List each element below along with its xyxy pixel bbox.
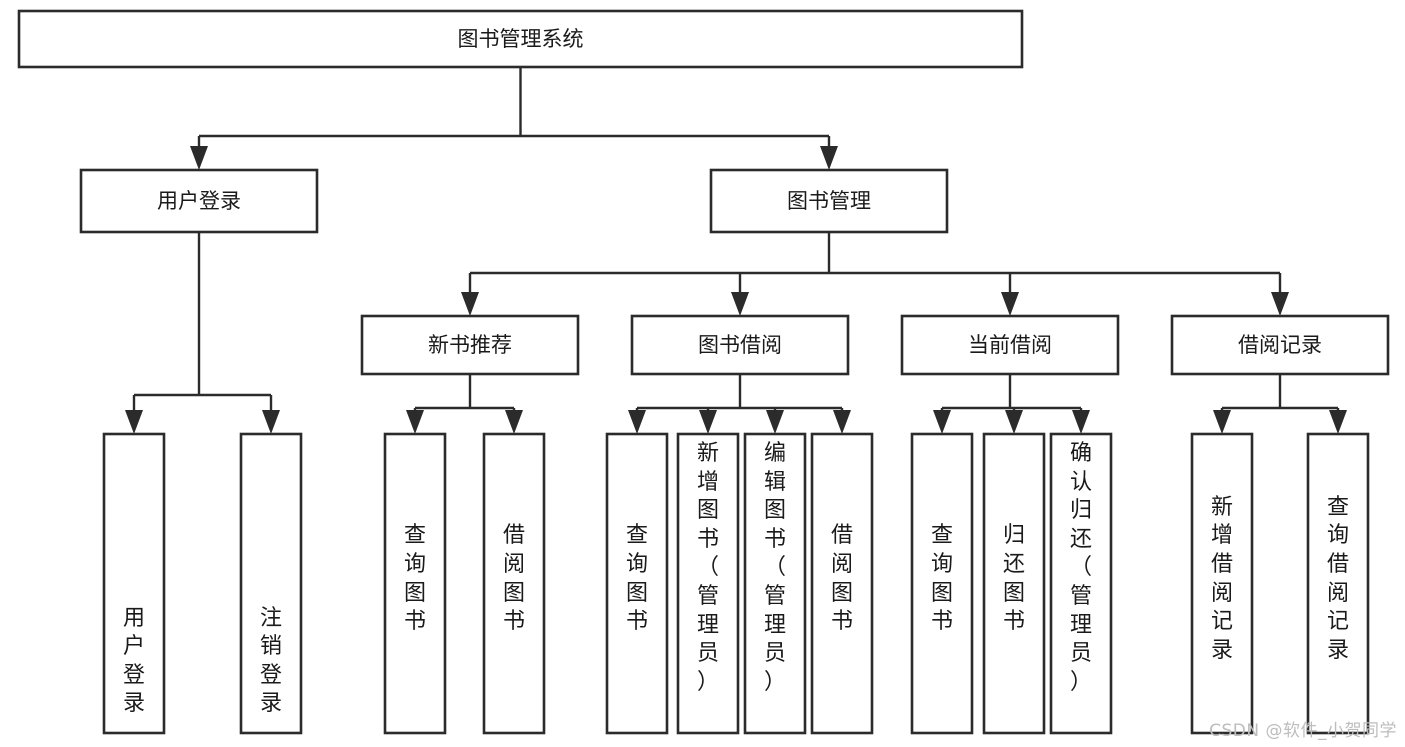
leaf-add-book-admin-box[interactable] — [676, 432, 740, 735]
node-user-login-box[interactable] — [79, 168, 319, 234]
leaf-query-book-borrow-box[interactable] — [605, 432, 669, 735]
leaf-query-borrow-record-box[interactable] — [1306, 432, 1370, 735]
node-user-login-label: 用户登录 — [157, 189, 241, 213]
leaf-borrow-book[interactable] — [810, 432, 874, 735]
leaf-confirm-return-admin[interactable] — [1049, 432, 1113, 735]
connector-group-booknode-to-level3 — [461, 232, 1289, 316]
leaf-edit-book-admin[interactable] — [743, 432, 807, 735]
node-new-book-recommend-box[interactable] — [360, 314, 580, 376]
arrow-head-leaf-logout-login — [262, 410, 280, 434]
arrow-head-leaf-add-borrow-record — [1213, 410, 1231, 434]
node-book-management[interactable]: 图书管理 — [709, 168, 949, 234]
arrow-head-leaf-query-borrow-record — [1329, 410, 1347, 434]
connector-group-borrow-record-leaves — [1213, 374, 1347, 434]
node-new-book-recommend[interactable]: 新书推荐 — [360, 314, 580, 376]
arrow-head-current-borrow — [1001, 292, 1019, 316]
node-user-login[interactable]: 用户登录 — [79, 168, 319, 234]
leaf-confirm-return-admin-box[interactable] — [1049, 432, 1113, 735]
node-book-borrow-label: 图书借阅 — [698, 333, 782, 357]
connector-group-current-borrow-leaves — [933, 374, 1090, 434]
arrow-head-leaf-edit-book-admin — [766, 410, 784, 434]
arrow-head-leaf-user-login — [125, 410, 143, 434]
arrow-head-leaf-confirm-return-admin — [1072, 410, 1090, 434]
arrow-head-leaf-borrow-book-rec — [505, 410, 523, 434]
connector-group-book-borrow-leaves — [628, 374, 851, 434]
leaf-return-book[interactable] — [982, 432, 1046, 735]
node-book-borrow[interactable]: 图书借阅 — [630, 314, 850, 376]
leaf-borrow-book-rec[interactable] — [482, 432, 546, 735]
arrow-head-user-login — [190, 146, 208, 170]
arrow-head-borrow-record — [1271, 292, 1289, 316]
leaf-query-book-rec-box[interactable] — [383, 432, 447, 735]
arrow-head-leaf-query-book-borrow — [628, 410, 646, 434]
arrow-head-leaf-borrow-book — [833, 410, 851, 434]
leaf-user-login[interactable] — [102, 432, 166, 735]
arrow-head-leaf-query-book-cur — [933, 410, 951, 434]
arrow-head-leaf-return-book — [1005, 410, 1023, 434]
leaf-borrow-book-rec-box[interactable] — [482, 432, 546, 735]
node-root-label: 图书管理系统 — [458, 27, 584, 51]
watermark-text: CSDN @软件_小贺同学 — [1209, 721, 1397, 741]
node-borrow-record-box[interactable] — [1170, 314, 1390, 376]
leaf-return-book-box[interactable] — [982, 432, 1046, 735]
leaf-logout-login-box[interactable] — [239, 432, 303, 735]
connector-group-root-to-level2 — [190, 67, 838, 170]
node-new-book-recommend-label: 新书推荐 — [428, 333, 512, 357]
node-borrow-record[interactable]: 借阅记录 — [1170, 314, 1390, 376]
node-root-box[interactable] — [17, 9, 1024, 69]
leaf-add-book-admin[interactable] — [676, 432, 740, 735]
leaf-edit-book-admin-box[interactable] — [743, 432, 807, 735]
node-current-borrow-box[interactable] — [900, 314, 1120, 376]
node-current-borrow-label: 当前借阅 — [968, 333, 1052, 357]
leaf-add-borrow-record[interactable] — [1190, 432, 1254, 735]
arrow-head-leaf-add-book-admin — [699, 410, 717, 434]
leaf-query-book-borrow[interactable] — [605, 432, 669, 735]
node-current-borrow[interactable]: 当前借阅 — [900, 314, 1120, 376]
leaf-borrow-book-box[interactable] — [810, 432, 874, 735]
leaf-user-login-box[interactable] — [102, 432, 166, 735]
node-book-borrow-box[interactable] — [630, 314, 850, 376]
leaf-logout-login[interactable] — [239, 432, 303, 735]
leaf-query-book-cur-box[interactable] — [910, 432, 974, 735]
node-book-management-label: 图书管理 — [787, 189, 871, 213]
node-root[interactable]: 图书管理系统 — [17, 9, 1024, 69]
node-book-management-box[interactable] — [709, 168, 949, 234]
arrow-head-book-borrow — [731, 292, 749, 316]
leaf-query-borrow-record[interactable] — [1306, 432, 1370, 735]
arrow-head-book-management — [820, 146, 838, 170]
arrow-head-new-book-recommend — [461, 292, 479, 316]
leaf-query-book-rec[interactable] — [383, 432, 447, 735]
connector-group-user-login-leaves — [125, 232, 280, 434]
leaf-add-borrow-record-box[interactable] — [1190, 432, 1254, 735]
connector-group-new-book-recommend-leaves — [406, 374, 523, 434]
node-borrow-record-label: 借阅记录 — [1238, 333, 1322, 357]
arrow-head-leaf-query-book-rec — [406, 410, 424, 434]
leaf-query-book-cur[interactable] — [910, 432, 974, 735]
